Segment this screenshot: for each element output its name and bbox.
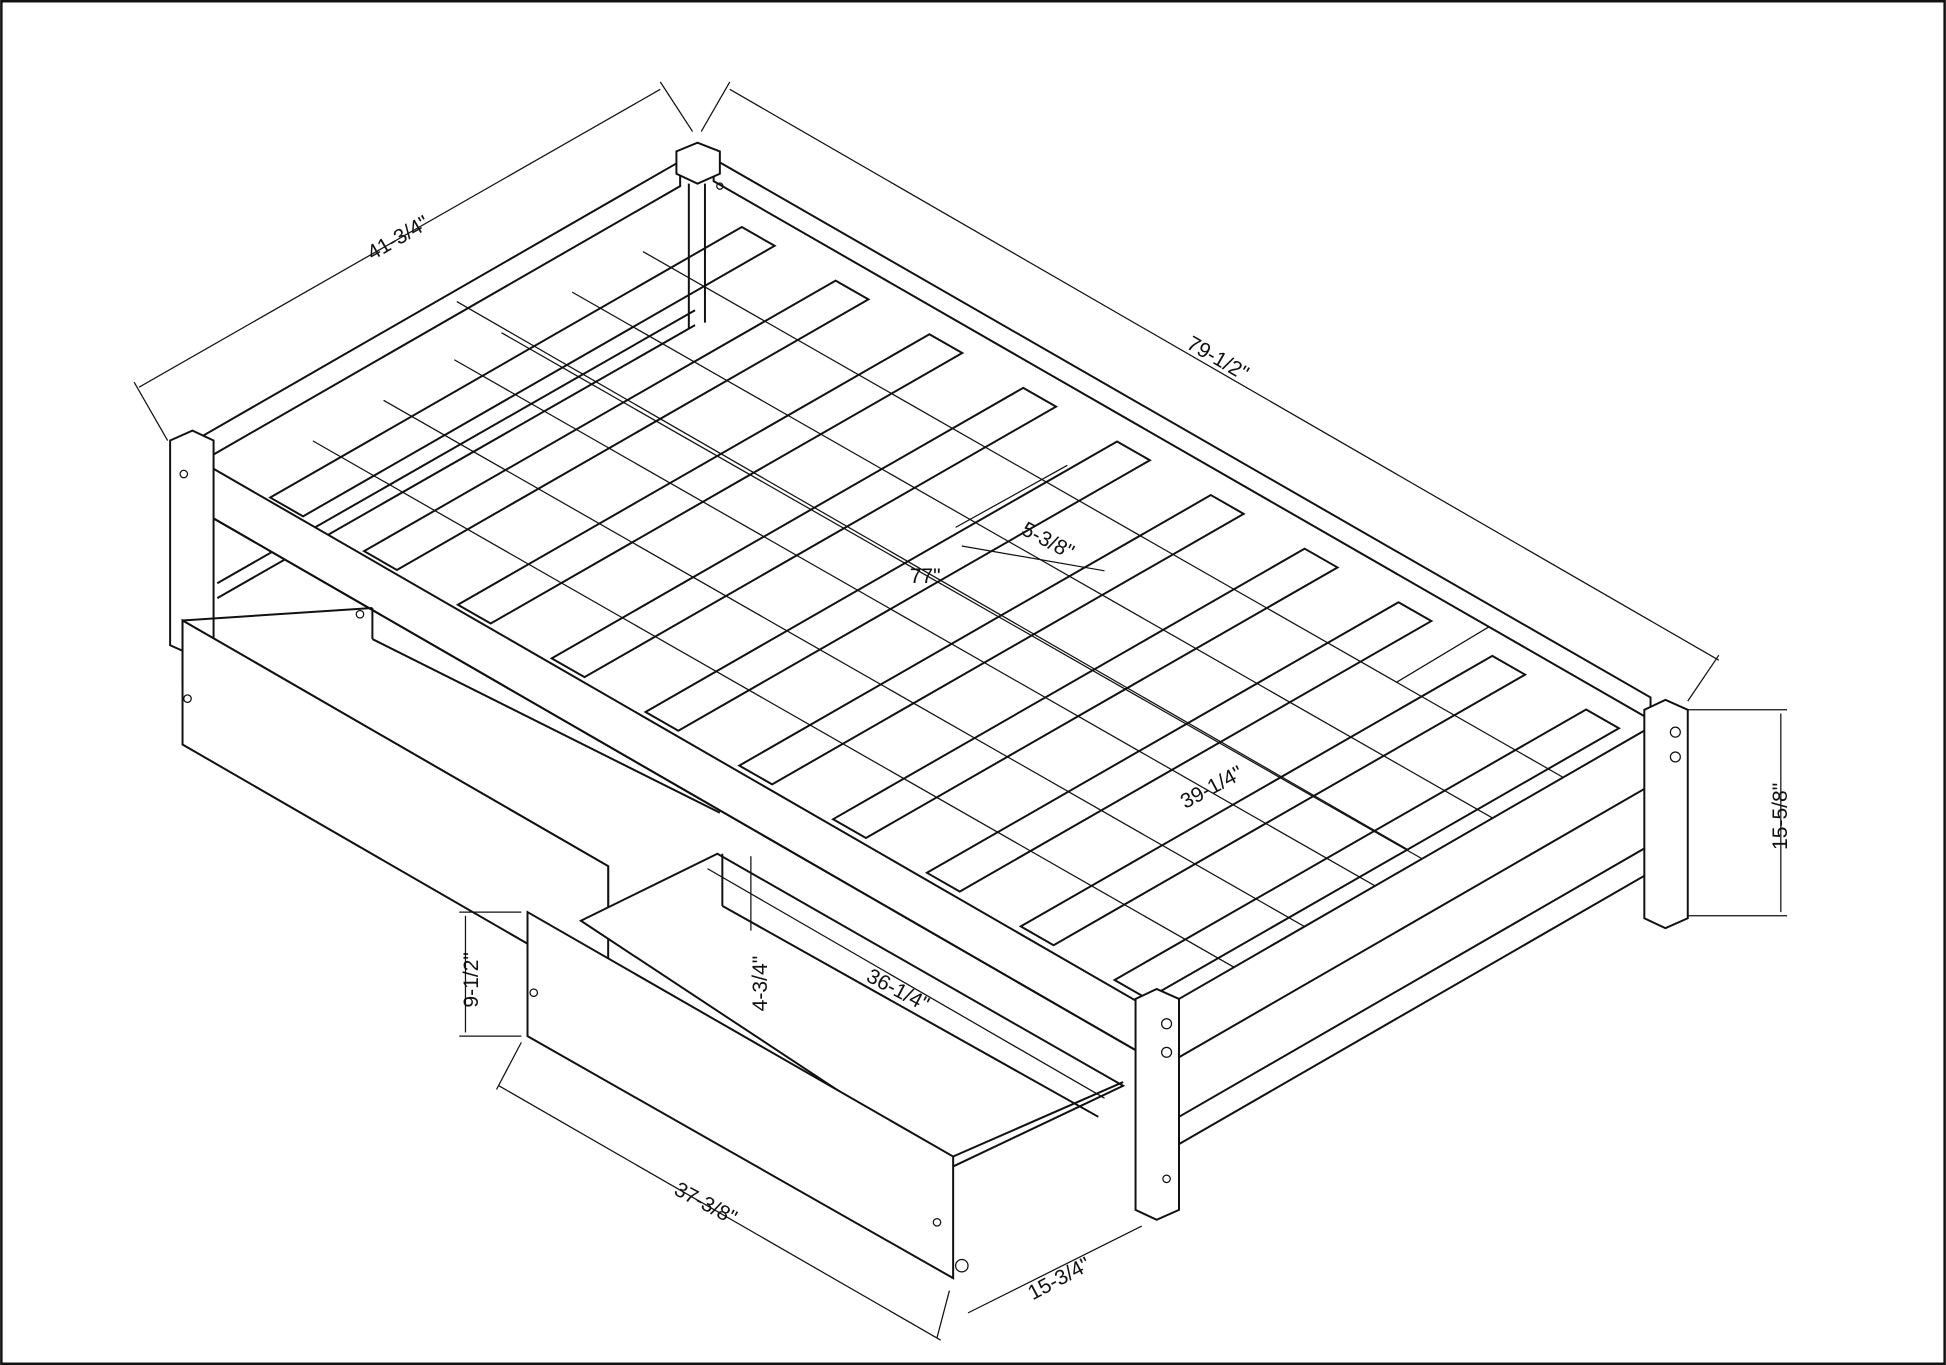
rail-line	[312, 440, 1252, 978]
slat	[268, 225, 777, 518]
caster-wheel	[955, 1258, 969, 1273]
slat	[455, 333, 965, 625]
slats	[268, 225, 1621, 1000]
label-height: 15-5/8"	[1769, 783, 1792, 850]
rail-line	[642, 250, 1582, 789]
post-front-foot	[1134, 987, 1180, 1221]
post-front-head	[169, 429, 215, 657]
rail-line	[453, 359, 1393, 897]
post-back-foot	[1643, 698, 1689, 930]
slat	[643, 440, 1152, 732]
slat	[362, 279, 871, 572]
label-drawer-inner-height: 4-3/4"	[749, 956, 772, 1012]
rail-line	[501, 332, 1440, 870]
bed-frame	[169, 141, 1689, 1221]
rail-line	[383, 399, 1323, 937]
slat	[924, 601, 1434, 893]
post-back-head	[675, 141, 721, 185]
label-inner-length: 77"	[910, 565, 941, 588]
slat	[1018, 654, 1528, 947]
slat	[549, 386, 1059, 679]
slat	[737, 493, 1246, 786]
dimension-lines	[133, 81, 1788, 1341]
label-drawer-height: 9-1/2"	[460, 952, 483, 1008]
center-rails	[312, 250, 1582, 978]
drawer-right	[526, 852, 1126, 1280]
slat	[831, 547, 1340, 840]
